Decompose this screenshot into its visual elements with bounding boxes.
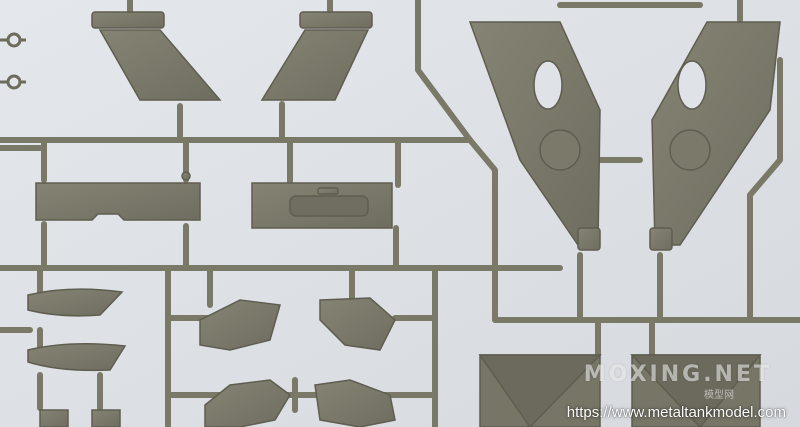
upper-parts bbox=[35, 11, 393, 229]
lower-parts bbox=[27, 288, 762, 427]
watermark-brand: MOXING.NET bbox=[583, 362, 772, 387]
watermark-url: https://www.metaltankmodel.com bbox=[566, 404, 786, 421]
left-edge-parts bbox=[0, 32, 26, 90]
side-plates bbox=[468, 21, 781, 251]
watermark-brand-sub: 模型网 bbox=[704, 390, 734, 401]
